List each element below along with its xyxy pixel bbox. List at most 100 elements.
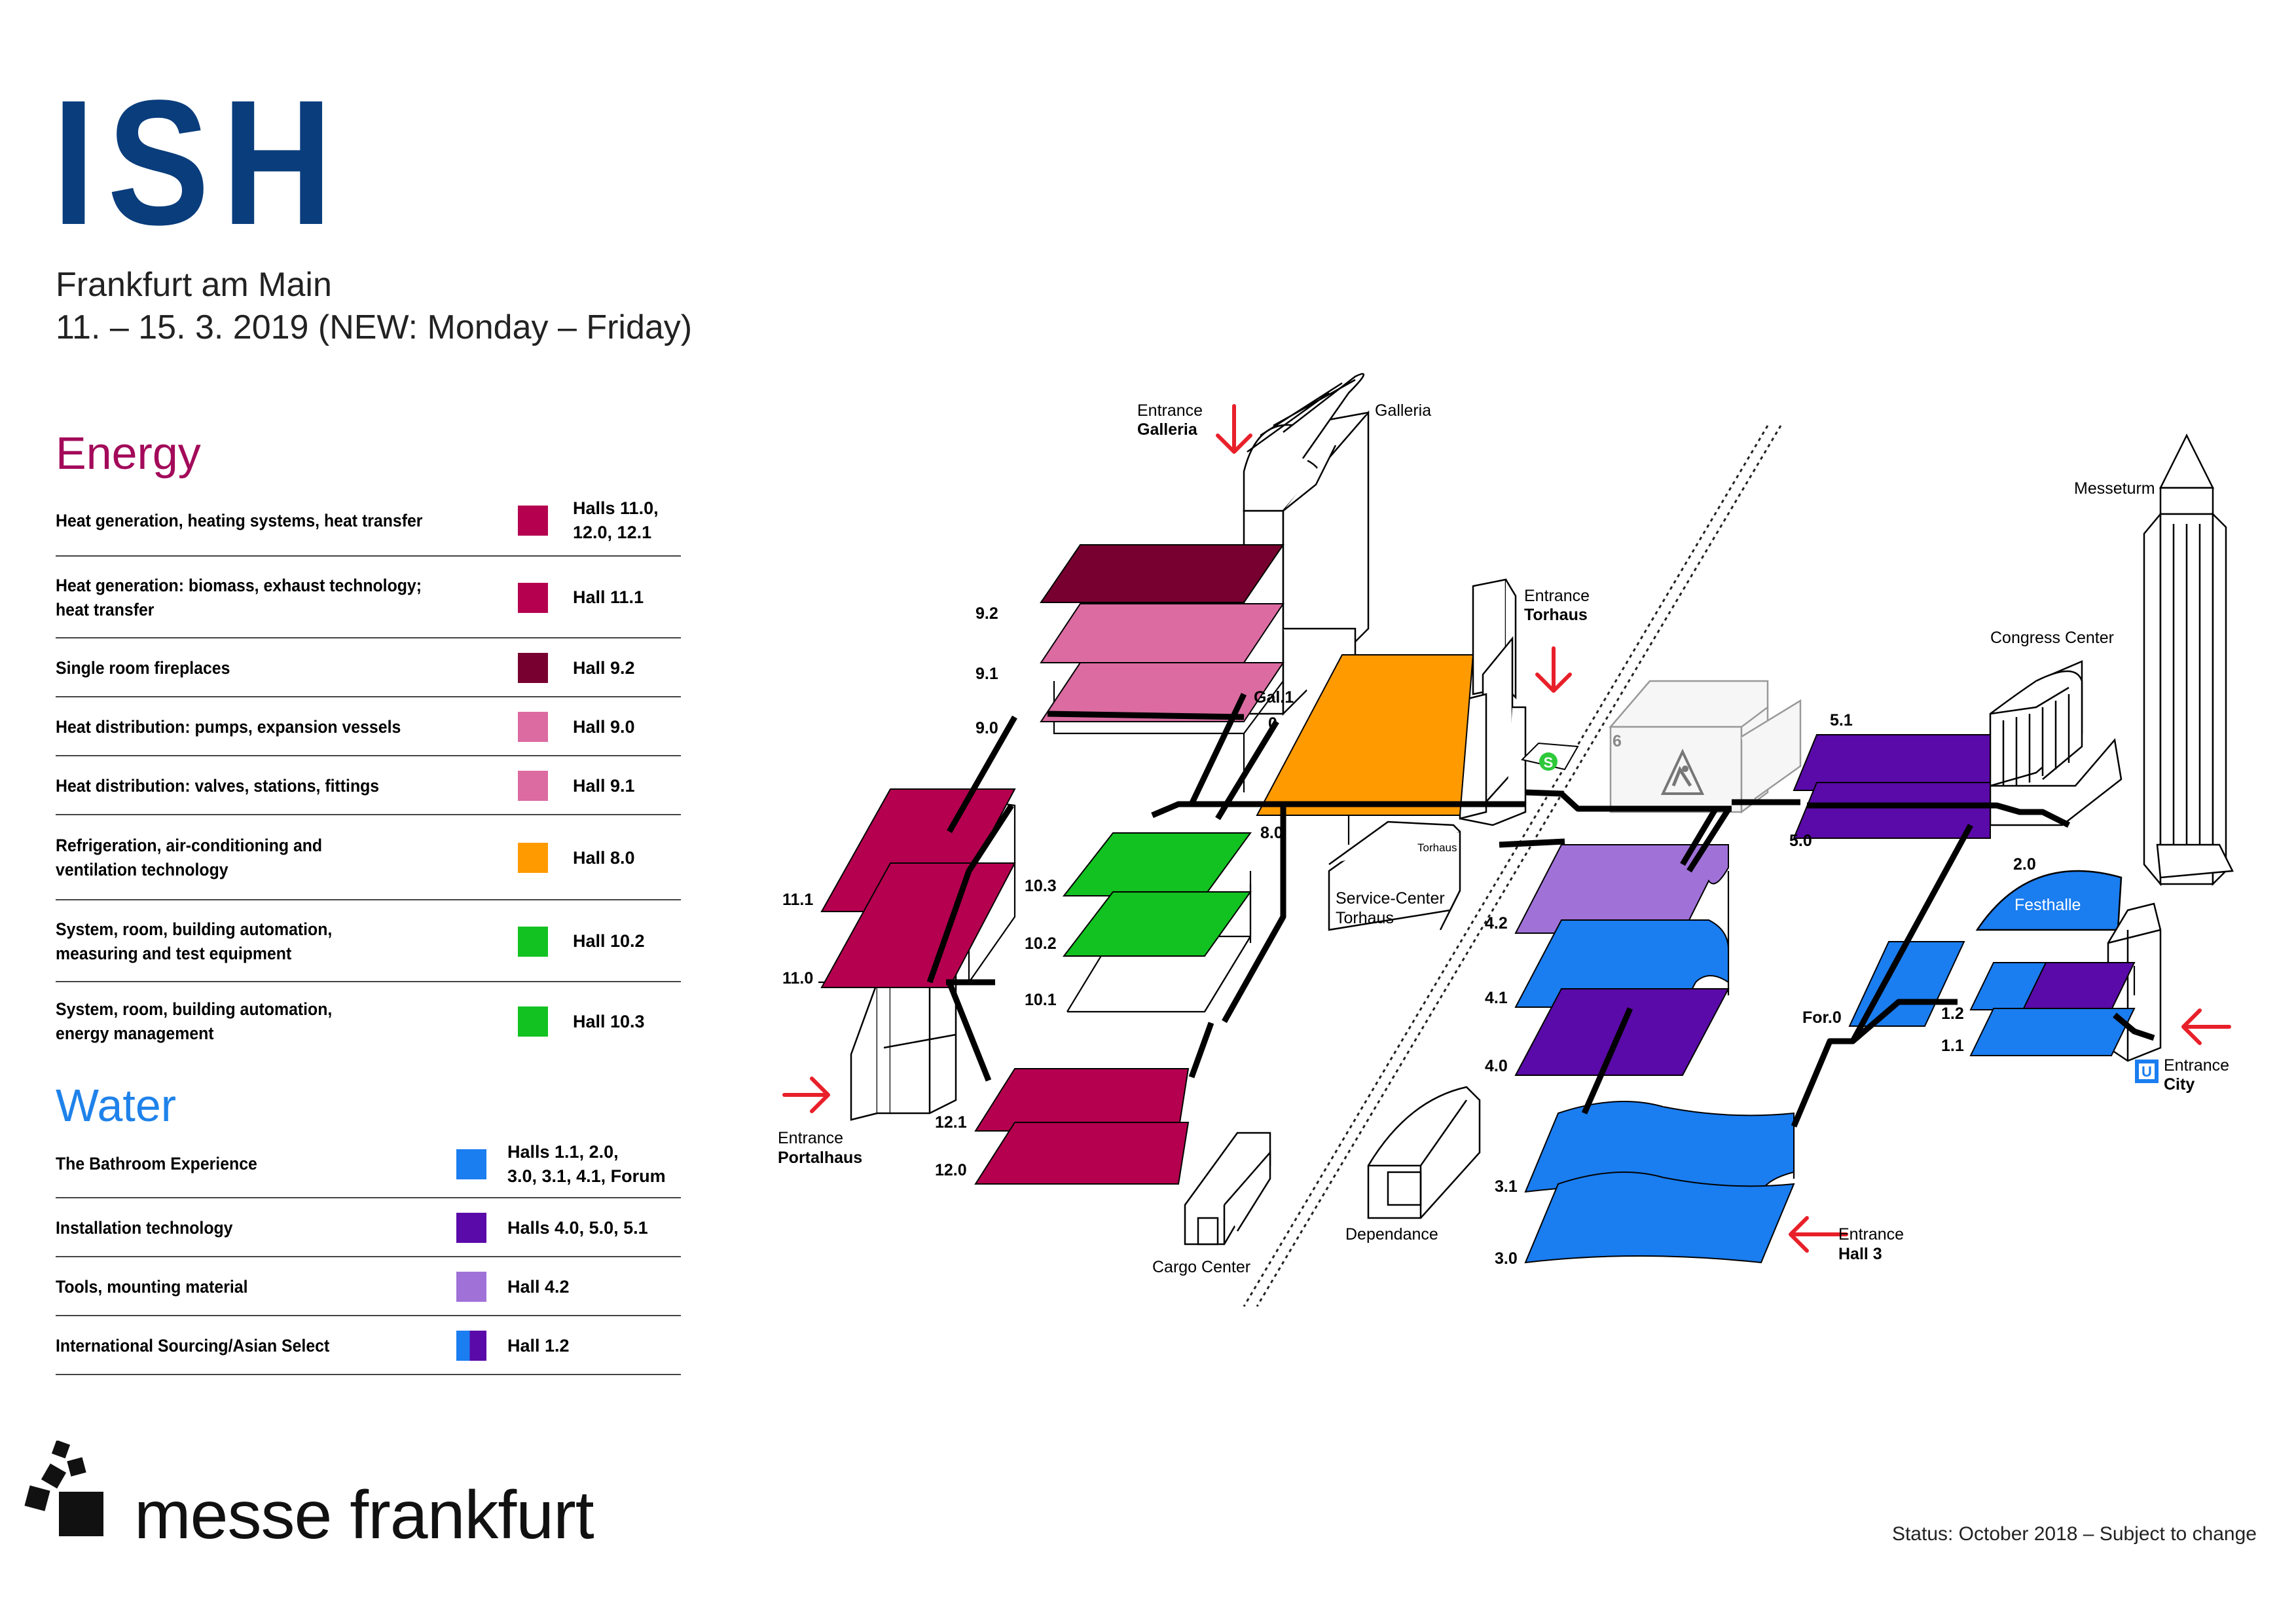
dependance-building [1367,1086,1481,1219]
label-dependance: Dependance [1345,1225,1438,1244]
construction-icon [1660,748,1705,795]
entrance-arrow-icon [2181,1008,2231,1045]
legend-divider [56,1256,681,1257]
hall-label-3-0: 3.0 [1495,1249,1518,1268]
hall-3-0 [1524,1172,1795,1264]
torhaus-building [1459,578,1527,826]
label-messeturm: Messeturm [2074,479,2155,498]
entrance-arrow-icon [1789,1216,1848,1253]
hall-label-9-0: 9.0 [975,719,998,737]
label-service-center-2: Torhaus [1336,909,1394,927]
hall-label-gal-1: Gal.1 [1254,688,1294,707]
legend-divider [56,1197,681,1198]
congress-center-building [1989,660,2123,826]
entrance-torhaus-line2: Torhaus [1524,606,1588,624]
legend-divider [56,755,681,756]
legend-divider [56,899,681,900]
water-section-title: Water [56,1080,177,1131]
hall-label-forum: For.0 [1802,1008,1842,1027]
hall-label-10-3: 10.3 [1025,877,1057,895]
galleria-building [1243,373,1370,716]
hall-number-labels: 9.2 9.1 9.0 Gal.1 0 8.0 10.3 10.2 10.1 1… [782,604,2036,1268]
legend-description: Heat generation, heating systems, heat t… [56,510,423,530]
legend-hall-number: Hall 11.1 [573,587,644,607]
legend-hall-number: Halls 1.1, 2.0, 3.0, 3.1, 4.1, Forum [507,1141,666,1186]
legend-hall-number: Hall 9.1 [573,775,635,796]
festhalle-building [1975,870,2123,931]
entrance-labels: Entrance Galleria Entrance Torhaus Entra… [778,401,2229,1263]
label-congress-center: Congress Center [1990,629,2114,647]
hall-label-gal-0: 0 [1268,714,1277,733]
legend-description: International Sourcing/Asian Select [56,1335,330,1356]
entrance-galleria-line2: Galleria [1137,420,1198,439]
label-cargo-center: Cargo Center [1152,1258,1250,1276]
legend-divider [56,814,681,815]
hall-1-1 [1969,1008,2136,1056]
hall-12-1 [974,1068,1190,1132]
legend-row: Heat distribution: pumps, expansion vess… [56,697,681,756]
svg-text:U: U [2141,1063,2152,1080]
railway-track [1243,425,1782,1307]
hall-1-2 [1969,962,2136,1010]
legend-description: The Bathroom Experience [56,1154,257,1173]
legend-description: Single room fireplaces [56,657,230,678]
label-service-center-1: Service-Center [1336,889,1445,908]
hall-4-1 [1514,919,1729,1008]
hall-label-11-0: 11.0 [782,969,813,987]
legend-description: Heat generation: biomass, exhaust techno… [56,575,422,619]
service-center-building [1328,821,1461,931]
hall-8-0 [1256,654,1474,816]
label-festhalle: Festhalle [2014,896,2081,914]
location-text: Frankfurt am Main [56,266,332,304]
legend-color-swatch [456,1149,486,1179]
legend-description: System, room, building automation, measu… [56,919,333,963]
hall-forum [1848,941,1965,1027]
hall-label-9-1: 9.1 [975,665,998,683]
label-torhaus-small: Torhaus [1417,841,1457,854]
entrance-galleria-line1: Entrance [1137,401,1203,420]
walkway-network [926,693,2155,1128]
entrance-city-line2: City [2164,1075,2195,1094]
legend-divider [56,1315,681,1316]
legend-row: Heat generation, heating systems, heat t… [56,485,681,557]
u-bahn-icon: U [2135,1060,2159,1083]
legend-hall-number: Halls 11.0, 12.0, 12.1 [573,498,659,542]
hall-6-building [1609,680,1802,814]
legend-divider [56,696,681,697]
messe-frankfurt-logo-icon [24,1441,103,1536]
hall-label-11-1: 11.1 [782,891,813,909]
hall-label-1-1: 1.1 [1941,1037,1964,1055]
hall-label-1-2: 1.2 [1941,1005,1964,1023]
legend-row: Heat distribution: valves, stations, fit… [56,756,681,815]
hall-label-3-1: 3.1 [1495,1177,1518,1196]
s-bahn-icon: S [1521,742,1579,771]
legend-description: Installation technology [56,1217,233,1238]
hall-12-0 [974,1122,1190,1185]
messe-frankfurt-wordmark: messe frankfurt [134,1477,594,1553]
svg-text:S: S [1544,754,1554,771]
entrance-portalhaus-line2: Portalhaus [778,1149,862,1167]
legend-hall-number: Hall 10.2 [573,931,645,951]
legend-description: Heat distribution: valves, stations, fit… [56,775,380,796]
legend-divider [56,981,681,982]
legend-color-swatch [518,582,548,613]
hall-11-0 [820,862,1016,988]
entrance-portalhaus-line1: Entrance [778,1129,843,1147]
legend-divider [56,637,681,638]
label-galleria: Galleria [1375,401,1431,420]
legend-hall-number: Hall 9.2 [573,657,635,678]
hall-5-0 [1793,782,1991,839]
legend-description: System, room, building automation, energ… [56,999,333,1043]
energy-section-title: Energy [56,428,201,479]
hall-label-12-0: 12.0 [935,1161,967,1179]
hall-label-5-1: 5.1 [1830,711,1853,729]
portalhaus-building [850,967,957,1121]
entrance-arrow-icon [1535,646,1572,693]
legend-hall-number: Halls 4.0, 5.0, 5.1 [507,1217,648,1238]
building-labels: Galleria Messeturm Congress Center Servi… [1152,401,2155,1276]
legend-color-swatch [456,1331,486,1361]
legend-description: Heat distribution: pumps, expansion vess… [56,716,401,737]
legend-row: Single room fireplaces Hall 9.2 [56,638,681,697]
